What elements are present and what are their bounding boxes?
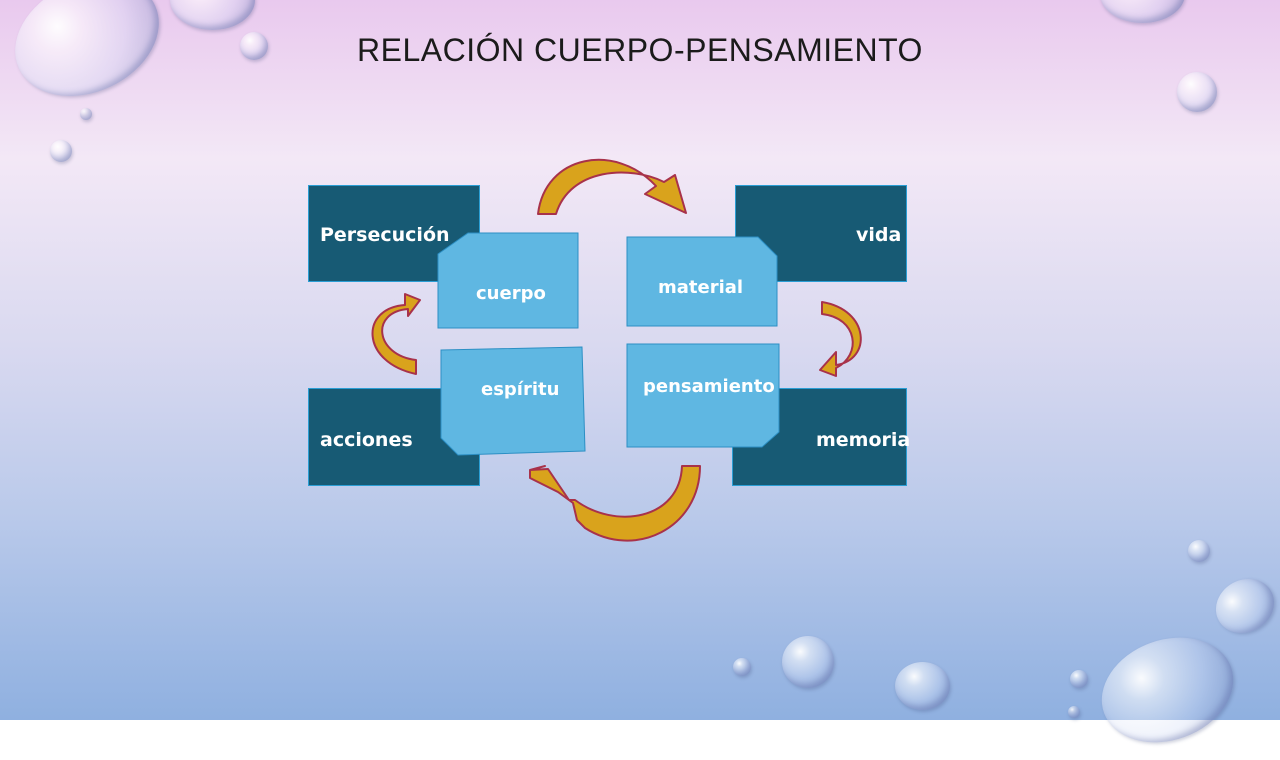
label-vida: vida (856, 224, 902, 246)
droplet-decoration (80, 108, 92, 120)
label-persecucion: Persecución (320, 224, 450, 246)
label-pensamiento: pensamiento (643, 376, 775, 397)
inner-shape-top-right (626, 236, 778, 327)
cycle-arrow-left (371, 293, 421, 375)
label-espiritu: espíritu (481, 379, 560, 400)
label-cuerpo: cuerpo (476, 283, 546, 304)
inner-shape-top-left (437, 232, 579, 329)
droplet-decoration (1100, 0, 1185, 23)
inner-shape-bottom-right (626, 343, 780, 448)
label-memoria: memoria (816, 429, 911, 451)
droplet-decoration (1068, 706, 1080, 718)
diagram-graphics (371, 158, 862, 542)
droplet-decoration (1177, 72, 1217, 112)
droplet-decoration (50, 140, 72, 162)
cycle-arrow-top (537, 158, 687, 215)
slide-title: RELACIÓN CUERPO-PENSAMIENTO (357, 32, 923, 68)
inner-shape-bottom-left (440, 346, 586, 456)
label-acciones: acciones (320, 429, 413, 451)
droplet-decoration (1070, 670, 1088, 688)
label-material: material (658, 277, 744, 298)
cycle-arrow-right (819, 301, 862, 377)
cycle-arrow-bottom (529, 465, 701, 542)
droplet-decoration (733, 658, 751, 676)
droplet-decoration (240, 32, 268, 60)
droplet-decoration (1188, 540, 1210, 562)
droplet-decoration (895, 662, 950, 710)
droplet-decoration (782, 636, 834, 688)
